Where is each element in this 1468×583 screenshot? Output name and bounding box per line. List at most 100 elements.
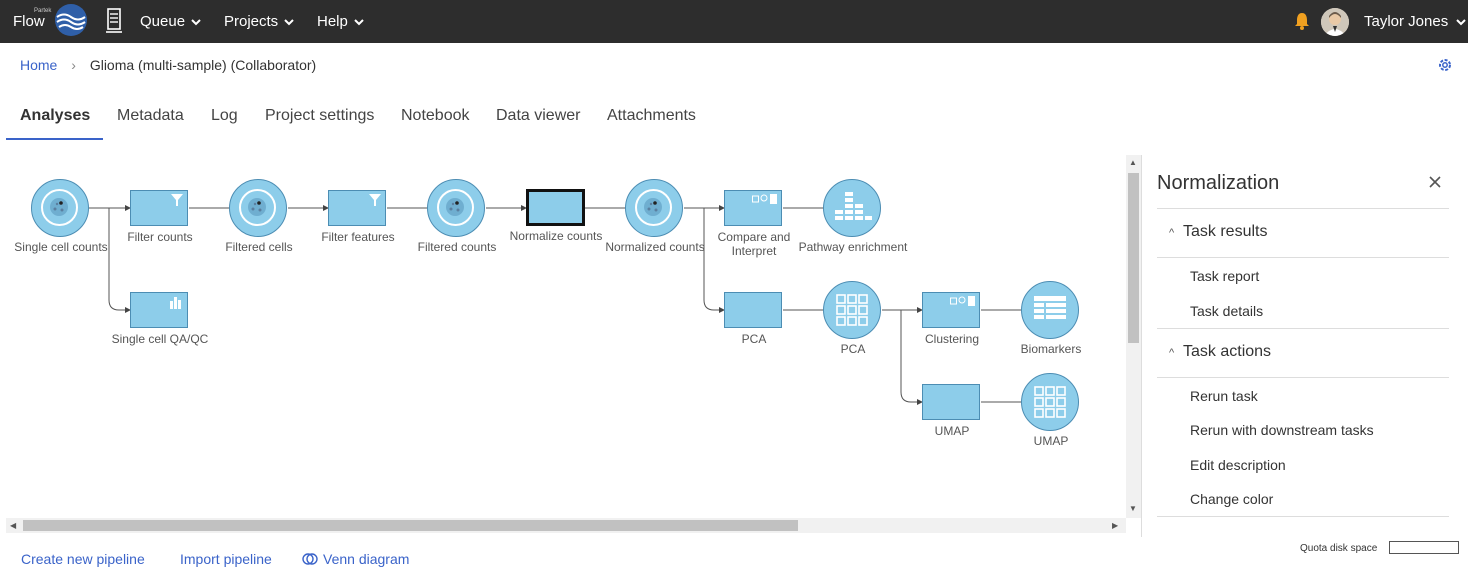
scroll-right-arrow-icon[interactable]: ▶ bbox=[1112, 521, 1119, 530]
chevron-up-icon: ^ bbox=[1169, 227, 1175, 239]
divider bbox=[1157, 328, 1449, 329]
tab-log[interactable]: Log bbox=[211, 107, 238, 124]
tab-analyses[interactable]: Analyses bbox=[20, 107, 91, 124]
node-filter-counts[interactable]: Filter counts bbox=[127, 190, 193, 250]
node-label: PCA bbox=[840, 342, 866, 356]
node-filtered-cells[interactable]: Filtered cells bbox=[225, 179, 293, 269]
node-normalized-counts[interactable]: Normalized counts bbox=[605, 179, 705, 269]
node-filtered-counts[interactable]: Filtered counts bbox=[418, 179, 496, 269]
node-label: Filtered cells bbox=[225, 240, 293, 254]
report-node-circle bbox=[823, 281, 881, 339]
node-filter-features[interactable]: Filter features bbox=[321, 190, 395, 250]
task-node-rect bbox=[724, 292, 782, 328]
data-node-circle bbox=[31, 179, 89, 237]
chevron-right-icon: › bbox=[71, 57, 76, 73]
gear-icon[interactable] bbox=[1437, 57, 1453, 73]
scroll-down-arrow-icon[interactable]: ▼ bbox=[1129, 504, 1137, 513]
node-clustering[interactable]: Clustering bbox=[922, 292, 980, 352]
node-pca-report[interactable]: PCA bbox=[823, 281, 881, 371]
nav-projects-label: Projects bbox=[224, 13, 279, 30]
node-umap-task[interactable]: UMAP bbox=[922, 384, 980, 444]
chevron-down-icon bbox=[191, 18, 201, 25]
menu-item-rerun-task[interactable]: Rerun task bbox=[1190, 388, 1258, 404]
tab-metadata[interactable]: Metadata bbox=[117, 107, 184, 124]
tab-attachments[interactable]: Attachments bbox=[607, 107, 696, 124]
wave-logo-icon bbox=[55, 4, 87, 36]
node-label: Single cell QA/QC bbox=[111, 332, 209, 346]
menu-item-rerun-downstream[interactable]: Rerun with downstream tasks bbox=[1190, 422, 1374, 438]
tab-notebook[interactable]: Notebook bbox=[401, 107, 470, 124]
user-avatar[interactable] bbox=[1321, 8, 1349, 36]
chevron-down-icon bbox=[354, 18, 364, 25]
divider bbox=[1157, 377, 1449, 378]
node-label: Biomarkers bbox=[1020, 342, 1082, 356]
widgets-icon bbox=[752, 194, 777, 204]
quota-disk-space-label: Quota disk space bbox=[1300, 543, 1378, 554]
node-label: Filtered counts bbox=[417, 240, 497, 254]
vertical-scroll-thumb[interactable] bbox=[1128, 173, 1139, 343]
report-node-circle bbox=[1021, 281, 1079, 339]
venn-diagram-link[interactable]: Venn diagram bbox=[302, 551, 409, 567]
nav-help[interactable]: Help bbox=[317, 13, 364, 30]
node-pathway-enrichment[interactable]: Pathway enrichment bbox=[799, 179, 907, 269]
grid-icon bbox=[836, 294, 868, 326]
close-icon[interactable] bbox=[1428, 175, 1442, 189]
scroll-left-arrow-icon[interactable]: ◀ bbox=[10, 521, 17, 530]
nav-projects[interactable]: Projects bbox=[224, 13, 294, 30]
node-single-cell-counts[interactable]: Single cell counts bbox=[14, 179, 108, 269]
pipeline-canvas[interactable]: Single cell counts Filter counts Filtere… bbox=[6, 155, 1126, 518]
filter-icon bbox=[171, 194, 183, 206]
report-node-circle bbox=[823, 179, 881, 237]
pipeline-edges bbox=[89, 205, 1021, 405]
node-label: PCA bbox=[741, 332, 767, 346]
menu-item-task-details[interactable]: Task details bbox=[1190, 303, 1264, 319]
nav-queue[interactable]: Queue bbox=[140, 13, 201, 30]
divider bbox=[1157, 257, 1449, 258]
menu-item-task-report[interactable]: Task report bbox=[1190, 268, 1260, 284]
canvas-vertical-scrollbar[interactable]: ▲ ▼ bbox=[1126, 155, 1141, 518]
node-label: Clustering bbox=[924, 332, 980, 346]
node-compare-and-interpret[interactable]: Compare and Interpret bbox=[718, 190, 790, 258]
menu-item-change-color[interactable]: Change color bbox=[1190, 491, 1274, 507]
data-node-circle bbox=[625, 179, 683, 237]
divider bbox=[1157, 516, 1449, 517]
tab-project-settings[interactable]: Project settings bbox=[265, 107, 375, 124]
node-normalize-counts[interactable]: Normalize counts bbox=[510, 189, 602, 259]
task-node-rect bbox=[922, 384, 980, 420]
import-pipeline-link[interactable]: Import pipeline bbox=[180, 551, 272, 567]
node-label: Normalize counts bbox=[509, 229, 603, 243]
canvas-horizontal-scrollbar[interactable]: ◀ ▶ bbox=[6, 518, 1126, 533]
node-pca-task[interactable]: PCA bbox=[724, 292, 782, 352]
partek-flow-logo[interactable]: Partek Flow bbox=[10, 3, 90, 39]
user-menu[interactable]: Taylor Jones bbox=[1364, 13, 1466, 30]
menu-item-edit-description[interactable]: Edit description bbox=[1190, 457, 1286, 473]
avatar-person-icon bbox=[1321, 8, 1349, 36]
node-label: Filter counts bbox=[127, 230, 193, 244]
section-task-results[interactable]: ^Task results bbox=[1169, 223, 1267, 241]
task-side-panel: Normalization ^Task results Task report … bbox=[1141, 155, 1468, 537]
logo-brand: Flow bbox=[13, 13, 45, 30]
horizontal-scroll-thumb[interactable] bbox=[23, 520, 798, 531]
venn-diagram-icon bbox=[302, 553, 318, 565]
panel-title: Normalization bbox=[1157, 172, 1280, 194]
node-single-cell-qaqc[interactable]: Single cell QA/QC bbox=[112, 292, 208, 362]
create-new-pipeline-link[interactable]: Create new pipeline bbox=[21, 551, 145, 567]
nav-queue-label: Queue bbox=[140, 13, 186, 30]
scroll-up-arrow-icon[interactable]: ▲ bbox=[1129, 158, 1137, 167]
notification-bell-icon[interactable] bbox=[1294, 12, 1310, 30]
nav-help-label: Help bbox=[317, 13, 348, 30]
bar-stack-icon bbox=[835, 192, 872, 220]
breadcrumb-home-link[interactable]: Home bbox=[20, 57, 58, 73]
section-title: Task actions bbox=[1183, 343, 1272, 360]
node-umap-report[interactable]: UMAP bbox=[1021, 373, 1079, 463]
task-node-rect bbox=[922, 292, 980, 328]
node-label: UMAP bbox=[934, 424, 970, 438]
server-icon[interactable] bbox=[105, 8, 123, 34]
node-biomarkers[interactable]: Biomarkers bbox=[1021, 281, 1081, 371]
quota-disk-space-bar bbox=[1389, 541, 1459, 554]
widgets-icon bbox=[950, 296, 975, 306]
tab-data-viewer[interactable]: Data viewer bbox=[496, 107, 581, 124]
node-label: Filter features bbox=[321, 230, 395, 244]
section-task-actions[interactable]: ^Task actions bbox=[1169, 343, 1271, 361]
node-label: UMAP bbox=[1033, 434, 1069, 448]
